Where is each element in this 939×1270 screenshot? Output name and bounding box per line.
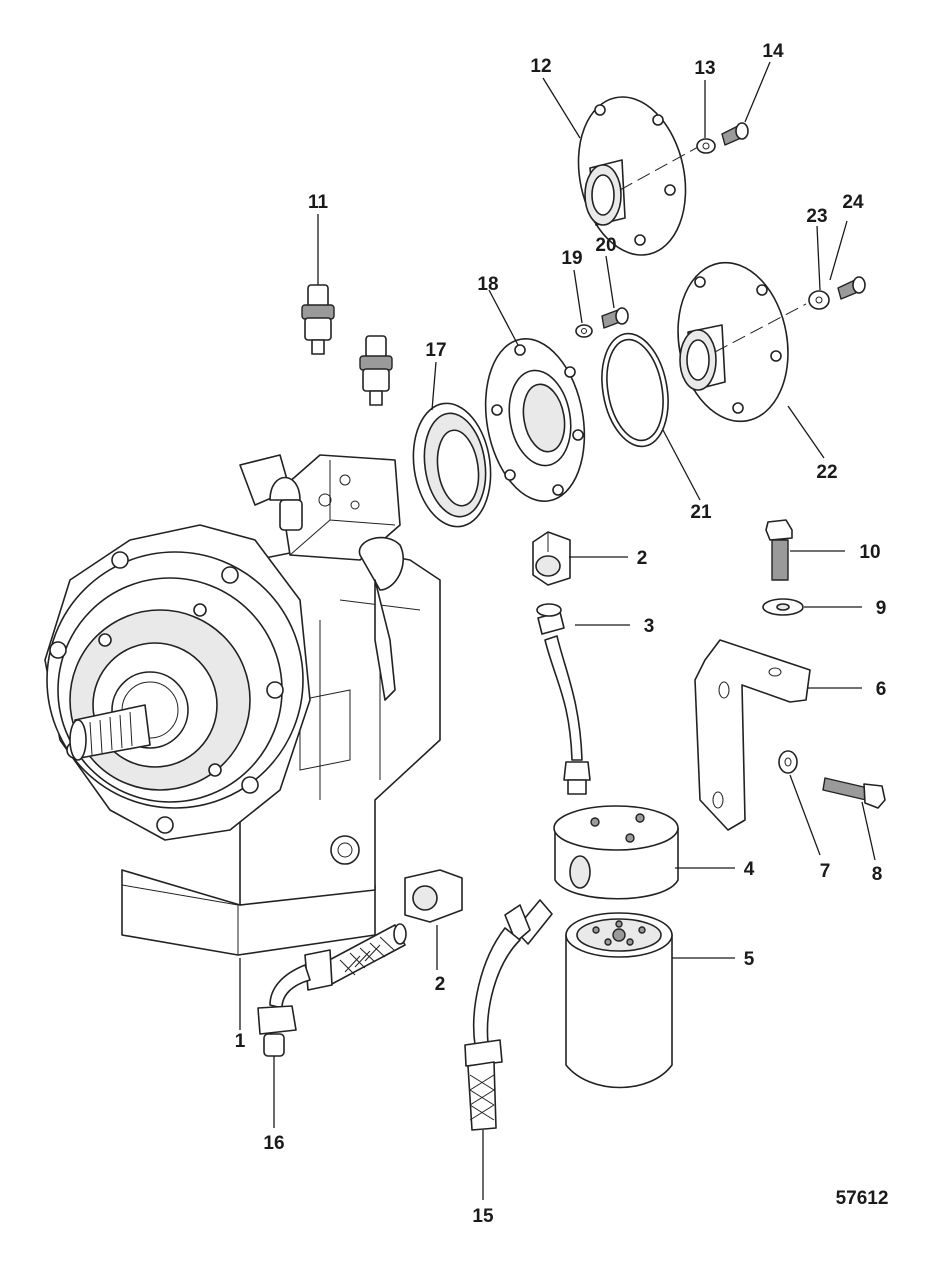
oil-tube xyxy=(536,603,591,795)
callout-6: 6 xyxy=(876,679,887,700)
callout-4: 4 xyxy=(744,859,755,880)
callout-13: 13 xyxy=(694,58,715,79)
hose-16 xyxy=(257,923,407,1057)
figure-number: 57612 xyxy=(836,1188,889,1209)
flange-upper xyxy=(577,96,699,256)
callout-11: 11 xyxy=(308,192,329,213)
callout-24: 24 xyxy=(842,192,864,213)
washer-9 xyxy=(762,598,804,616)
callout-1: 1 xyxy=(235,1031,246,1052)
callout-17: 17 xyxy=(425,340,446,361)
screw-24 xyxy=(837,276,866,300)
callout-labels: 1 2 2 3 4 5 6 7 8 9 10 11 12 13 14 15 16… xyxy=(235,41,889,1227)
callout-12: 12 xyxy=(530,56,551,77)
oil-filter xyxy=(565,912,673,1089)
washer-13 xyxy=(696,138,716,154)
callout-5: 5 xyxy=(744,949,755,970)
mounting-bracket xyxy=(694,639,811,831)
callout-16: 16 xyxy=(263,1133,284,1154)
callout-21: 21 xyxy=(690,502,712,523)
filter-adapter xyxy=(553,805,679,900)
oil-seal xyxy=(412,402,492,528)
screw-20 xyxy=(601,307,629,329)
washer-23 xyxy=(808,290,830,310)
leader-lines xyxy=(239,61,876,1200)
callout-18: 18 xyxy=(477,274,498,295)
callout-9: 9 xyxy=(876,598,887,619)
callout-2-lower: 2 xyxy=(435,974,446,995)
sensor-assembly xyxy=(301,284,393,406)
transmission-housing xyxy=(44,454,441,956)
callout-8: 8 xyxy=(872,864,883,885)
o-ring xyxy=(601,332,669,448)
cover-plate xyxy=(484,338,586,502)
callout-14: 14 xyxy=(762,41,784,62)
callout-3: 3 xyxy=(644,616,655,637)
callout-23: 23 xyxy=(806,206,827,227)
hose-15 xyxy=(464,899,553,1131)
bolt-10 xyxy=(765,519,793,581)
bolt-8 xyxy=(822,777,886,809)
callout-10: 10 xyxy=(859,542,880,563)
screw-14 xyxy=(721,122,749,146)
fitting-lower xyxy=(404,869,463,923)
washer-7 xyxy=(778,750,798,774)
callout-22: 22 xyxy=(816,462,837,483)
elbow-fitting-upper xyxy=(532,531,571,586)
callout-20: 20 xyxy=(595,235,616,256)
callout-2-upper: 2 xyxy=(637,548,648,569)
callout-15: 15 xyxy=(472,1206,494,1227)
callout-7: 7 xyxy=(820,861,831,882)
flange-lower xyxy=(677,261,807,423)
washer-19 xyxy=(575,324,593,338)
callout-19: 19 xyxy=(561,248,582,269)
